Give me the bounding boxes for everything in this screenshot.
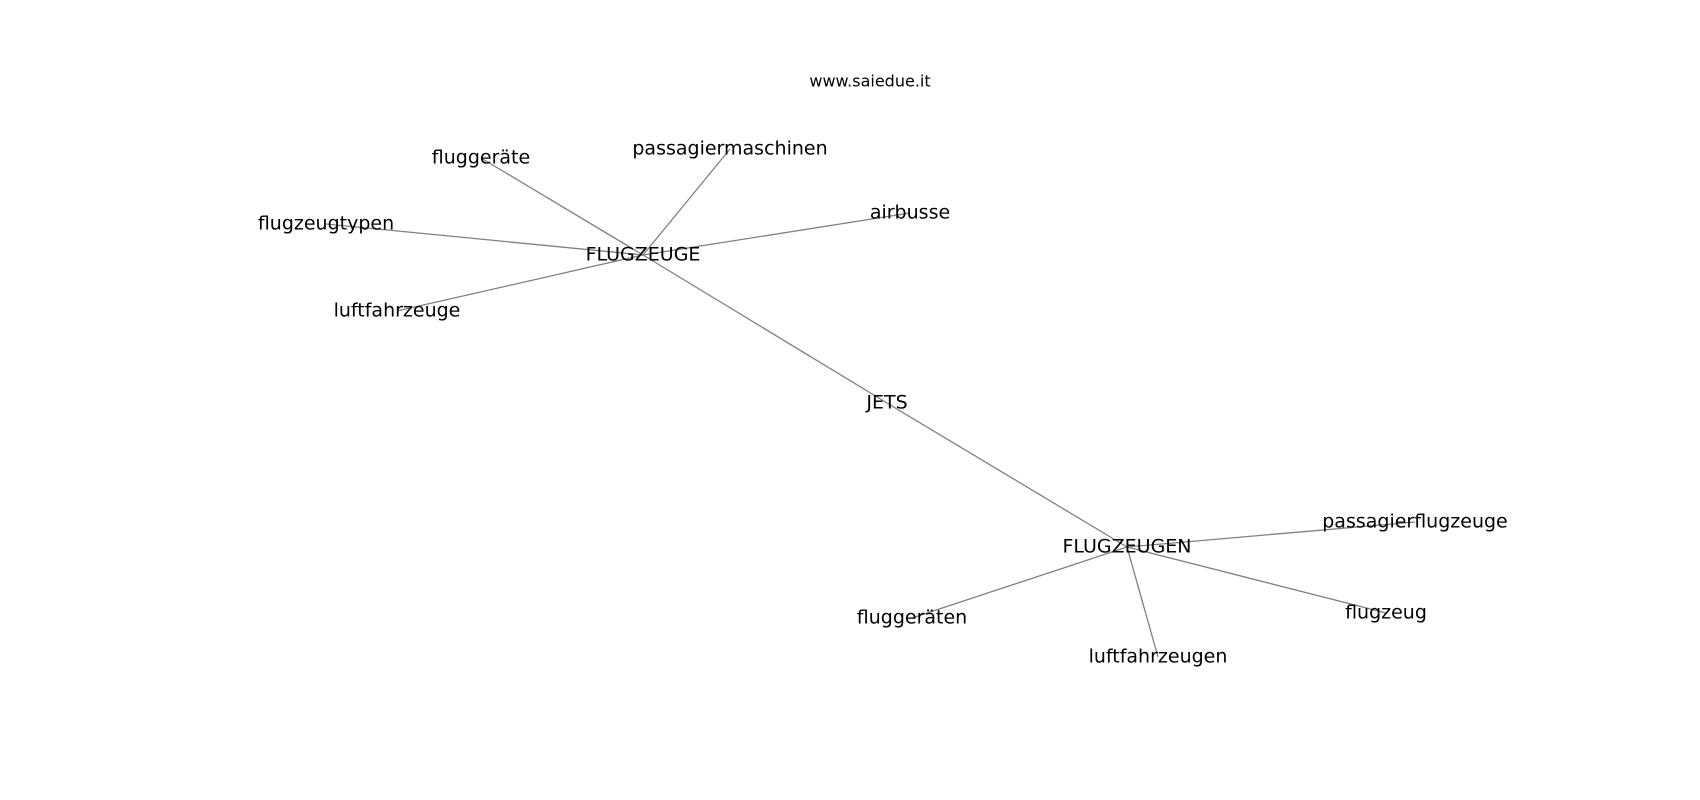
edge-flugzeuge-fluggeraete	[480, 157, 644, 256]
node-passagierflugzeuge: passagierflugzeuge	[1322, 511, 1508, 533]
node-luftfahrzeuge: luftfahrzeuge	[334, 300, 461, 322]
edges-layer	[325, 148, 1416, 658]
edge-flugzeuge-passagiermaschinen	[642, 148, 731, 256]
edge-flugzeugen-luftfahrzeugen	[1126, 546, 1159, 658]
edge-flugzeuge-jets	[642, 254, 888, 404]
node-passagiermaschinen: passagiermaschinen	[632, 138, 827, 160]
edge-flugzeuge-flugzeugtypen	[325, 223, 644, 256]
node-fluggeraete: fluggeräte	[432, 147, 530, 169]
edge-jets-flugzeugen	[886, 402, 1128, 548]
edge-flugzeugen-flugzeug	[1126, 546, 1387, 614]
node-jets: JETS	[865, 392, 907, 414]
edge-flugzeuge-airbusse	[642, 212, 911, 256]
node-luftfahrzeugen: luftfahrzeugen	[1089, 646, 1228, 668]
edge-flugzeuge-luftfahrzeuge	[396, 254, 644, 312]
node-flugzeugtypen: flugzeugtypen	[258, 213, 394, 235]
node-flugzeuge: FLUGZEUGE	[586, 244, 701, 266]
edge-flugzeugen-fluggeraeten	[911, 546, 1128, 619]
node-flugzeugen: FLUGZEUGEN	[1062, 536, 1191, 558]
watermark-text: www.saiedue.it	[809, 72, 930, 91]
node-airbusse: airbusse	[870, 202, 950, 224]
node-flugzeug: flugzeug	[1345, 602, 1427, 624]
node-fluggeraeten: fluggeräten	[857, 607, 967, 629]
nodes-layer: JETS FLUGZEUGE FLUGZEUGEN fluggeräte passagi…	[258, 138, 1508, 668]
edge-flugzeugen-passagierflugzeuge	[1126, 521, 1416, 548]
